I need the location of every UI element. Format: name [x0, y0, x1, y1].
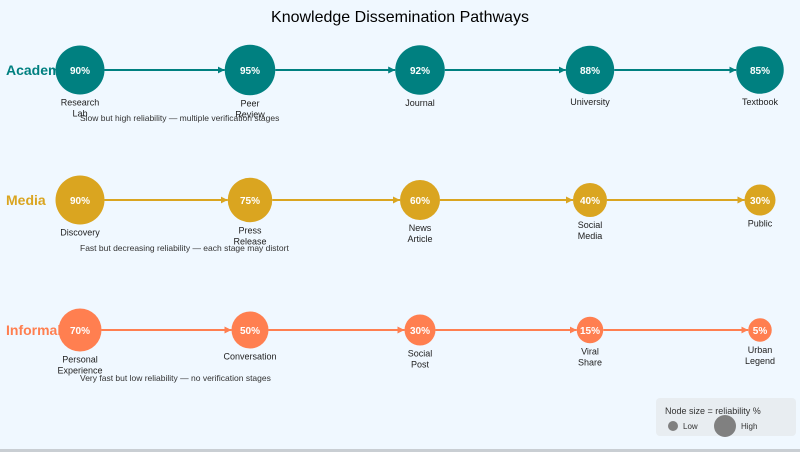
node-label: Article — [407, 234, 432, 244]
node-label: Research — [61, 98, 100, 108]
legend: Node size = reliability % Low High — [656, 398, 796, 437]
legend-high-marker — [714, 415, 736, 437]
node-circle — [58, 308, 102, 352]
node-reliability: 85% — [750, 66, 770, 77]
node-circle — [404, 314, 436, 346]
pathway-description: Slow but high reliability — multiple ver… — [80, 113, 279, 123]
pathway-node: 50% Conversation — [223, 311, 277, 362]
node-reliability: 92% — [410, 66, 430, 77]
pathway-node: 30% Public — [744, 184, 776, 229]
node-label: Share — [578, 357, 602, 367]
legend-low-marker — [668, 421, 678, 431]
node-label: Experience — [57, 366, 102, 376]
node-circle — [576, 316, 604, 344]
pathway-node: 85% Textbook — [736, 46, 784, 107]
legend-high-label: High — [741, 422, 757, 431]
node-circle — [395, 45, 445, 95]
node-circle — [224, 44, 276, 96]
node-reliability: 75% — [240, 196, 260, 207]
node-label: University — [570, 97, 610, 107]
node-circle — [400, 180, 440, 220]
node-circle — [565, 45, 615, 95]
pathway-rows: Academic90%ResearchLab95%PeerReview92%Jo… — [6, 44, 784, 383]
node-label: Legend — [745, 356, 775, 366]
pathway-node: 88% University — [565, 45, 615, 107]
node-label: Social — [408, 349, 433, 359]
pathway-node: 90% Discovery — [55, 175, 105, 238]
node-reliability: 60% — [410, 196, 430, 207]
node-reliability: 30% — [750, 196, 770, 207]
node-reliability: 5% — [753, 326, 768, 337]
node-reliability: 40% — [580, 196, 600, 207]
bottom-divider — [0, 449, 800, 452]
node-label: Press — [238, 225, 262, 235]
node-circle — [736, 46, 784, 94]
node-circle — [231, 311, 269, 349]
node-circle — [55, 45, 105, 95]
node-label: Discovery — [60, 228, 100, 238]
node-label: Release — [233, 236, 266, 246]
legend-title: Node size = reliability % — [665, 406, 761, 416]
node-circle — [573, 183, 607, 217]
pathway-node: 92% Journal — [395, 45, 445, 108]
node-reliability: 50% — [240, 326, 260, 337]
node-reliability: 15% — [580, 326, 600, 337]
node-circle — [55, 175, 105, 225]
node-circle — [227, 177, 273, 223]
node-reliability: 90% — [70, 196, 90, 207]
node-reliability: 95% — [240, 66, 260, 77]
node-label: Post — [411, 360, 430, 370]
node-label: Peer — [240, 98, 259, 108]
legend-low-label: Low — [683, 422, 698, 431]
node-reliability: 88% — [580, 66, 600, 77]
node-label: Viral — [581, 346, 599, 356]
node-label: Review — [235, 109, 265, 119]
node-reliability: 70% — [70, 326, 90, 337]
node-circle — [744, 184, 776, 216]
pathway-description: Fast but decreasing reliability — each s… — [80, 243, 289, 253]
node-label: Urban — [748, 345, 773, 355]
node-reliability: 30% — [410, 326, 430, 337]
diagram-title: Knowledge Dissemination Pathways — [271, 9, 529, 26]
node-label: Public — [748, 219, 773, 229]
pathway-description: Very fast but low reliability — no verif… — [80, 373, 271, 383]
node-label: Textbook — [742, 97, 779, 107]
node-label: Media — [578, 231, 603, 241]
pathway-name: Media — [6, 192, 46, 208]
node-label: Personal — [62, 355, 98, 365]
node-reliability: 90% — [70, 66, 90, 77]
node-label: News — [409, 223, 432, 233]
node-label: Journal — [405, 98, 435, 108]
node-label: Lab — [72, 109, 87, 119]
node-label: Conversation — [223, 352, 276, 362]
node-label: Social — [578, 220, 603, 230]
pathway-name: Academic — [6, 62, 72, 78]
pathway-name: Informal — [6, 322, 61, 338]
node-circle — [748, 318, 772, 342]
